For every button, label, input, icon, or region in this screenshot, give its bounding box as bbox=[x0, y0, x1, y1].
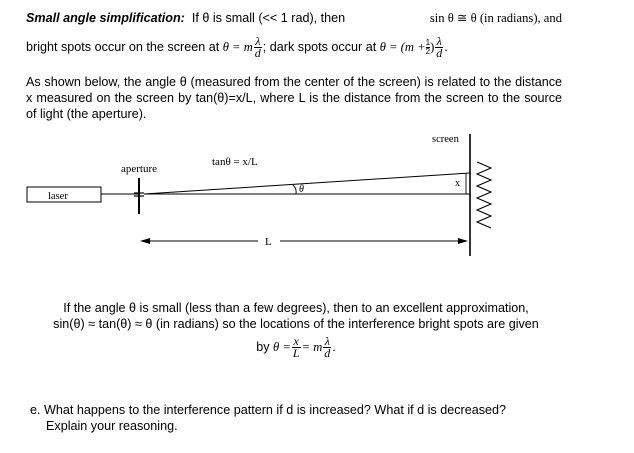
dark-frac-lambda: λ bbox=[435, 34, 444, 48]
intro-paragraph: Small angle simplification: If θ is smal… bbox=[26, 10, 562, 66]
eq-L: L bbox=[292, 346, 300, 360]
intro-if-text: If θ is small (<< 1 rad), then bbox=[191, 11, 346, 25]
interference-pattern bbox=[475, 161, 493, 229]
dark-frac-d: d bbox=[436, 46, 443, 60]
half-num: 1 bbox=[425, 38, 431, 48]
intro-heading: Small angle simplification: bbox=[26, 11, 185, 25]
intro-line-1: Small angle simplification: If θ is smal… bbox=[26, 10, 562, 36]
theta-arc bbox=[292, 184, 297, 195]
screen-label: screen bbox=[432, 134, 460, 145]
eq-period: . bbox=[332, 339, 336, 354]
x-label: x bbox=[455, 178, 460, 189]
L-label: L bbox=[265, 236, 272, 248]
dark-period: . bbox=[444, 39, 448, 54]
eq-lhs: θ = bbox=[273, 339, 291, 354]
eq-lambda: λ bbox=[323, 334, 332, 348]
dark-text: dark spots occur at bbox=[269, 39, 377, 54]
bright-semicolon: ; bbox=[262, 39, 267, 54]
setup-diagram: laser aperture tanθ = x/L θ screen x L bbox=[26, 134, 493, 256]
eq-d: d bbox=[324, 346, 331, 360]
bright-text: bright spots occur on the screen at bbox=[26, 39, 220, 54]
question-line-2: Explain your reasoning. bbox=[46, 419, 178, 433]
question-e: e. What happens to the interference patt… bbox=[30, 402, 570, 434]
eq-mid: = m bbox=[301, 339, 323, 354]
bright-frac-d: d bbox=[254, 46, 261, 60]
small-angle-line-1: If the angle θ is small (less than a few… bbox=[63, 301, 529, 315]
angled-ray bbox=[143, 172, 471, 195]
dark-lhs: θ = (m + bbox=[379, 39, 426, 54]
eq-by: by bbox=[256, 339, 270, 354]
eq-x: x bbox=[291, 334, 301, 348]
theta-label: θ bbox=[299, 184, 304, 195]
bright-lhs: θ = m bbox=[222, 39, 253, 54]
small-angle-line-2: sin(θ) ≈ tan(θ) ≈ θ (in radians) so the … bbox=[53, 317, 539, 331]
question-line-1: e. What happens to the interference patt… bbox=[30, 403, 507, 417]
aperture-label: aperture bbox=[121, 163, 157, 175]
half-den: 2 bbox=[425, 47, 431, 56]
laser-label: laser bbox=[48, 191, 68, 202]
tan-relation-paragraph: As shown below, the angle θ (measured fr… bbox=[26, 75, 562, 121]
tan-label: tanθ = x/L bbox=[212, 156, 258, 168]
sin-approx: sin θ ≅ θ (in radians), and bbox=[429, 11, 562, 25]
dark-close: ) bbox=[430, 39, 435, 54]
bright-frac-lambda: λ bbox=[253, 34, 262, 48]
L-arrowhead-left bbox=[140, 238, 150, 244]
L-arrowhead-right bbox=[458, 238, 468, 244]
intro-line-2: bright spots occur on the screen at θ = … bbox=[26, 34, 562, 66]
small-angle-paragraph: If the angle θ is small (less than a few… bbox=[26, 300, 566, 359]
